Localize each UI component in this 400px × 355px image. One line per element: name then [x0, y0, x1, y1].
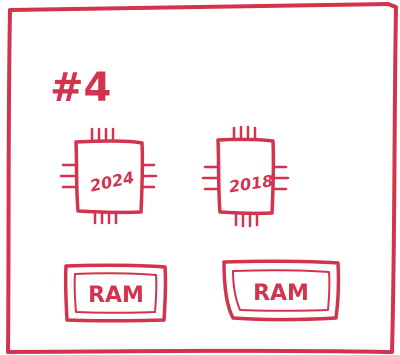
chip-2: 2018 [203, 127, 288, 226]
chip-1-pins-right [143, 165, 156, 187]
chip-1-label: 2024 [88, 168, 136, 196]
chip-1-pins-left [61, 165, 75, 187]
page-heading: #4 [50, 65, 111, 111]
ram-module-1-label: RAM [88, 283, 144, 308]
chip-2-label: 2018 [228, 171, 275, 196]
ram-module-1: RAM [66, 265, 166, 320]
chip-2-pins-left [203, 167, 217, 189]
chip-1-pins-top [92, 129, 113, 140]
chip-1-pins-bottom [95, 213, 116, 223]
ram-module-2: RAM [224, 261, 338, 319]
ram-module-2-label: RAM [253, 281, 309, 306]
chip-1: 2024 [61, 129, 156, 223]
chip-2-pins-right [274, 167, 288, 189]
chip-2-pins-bottom [236, 214, 257, 226]
chip-2-pins-top [234, 127, 255, 138]
